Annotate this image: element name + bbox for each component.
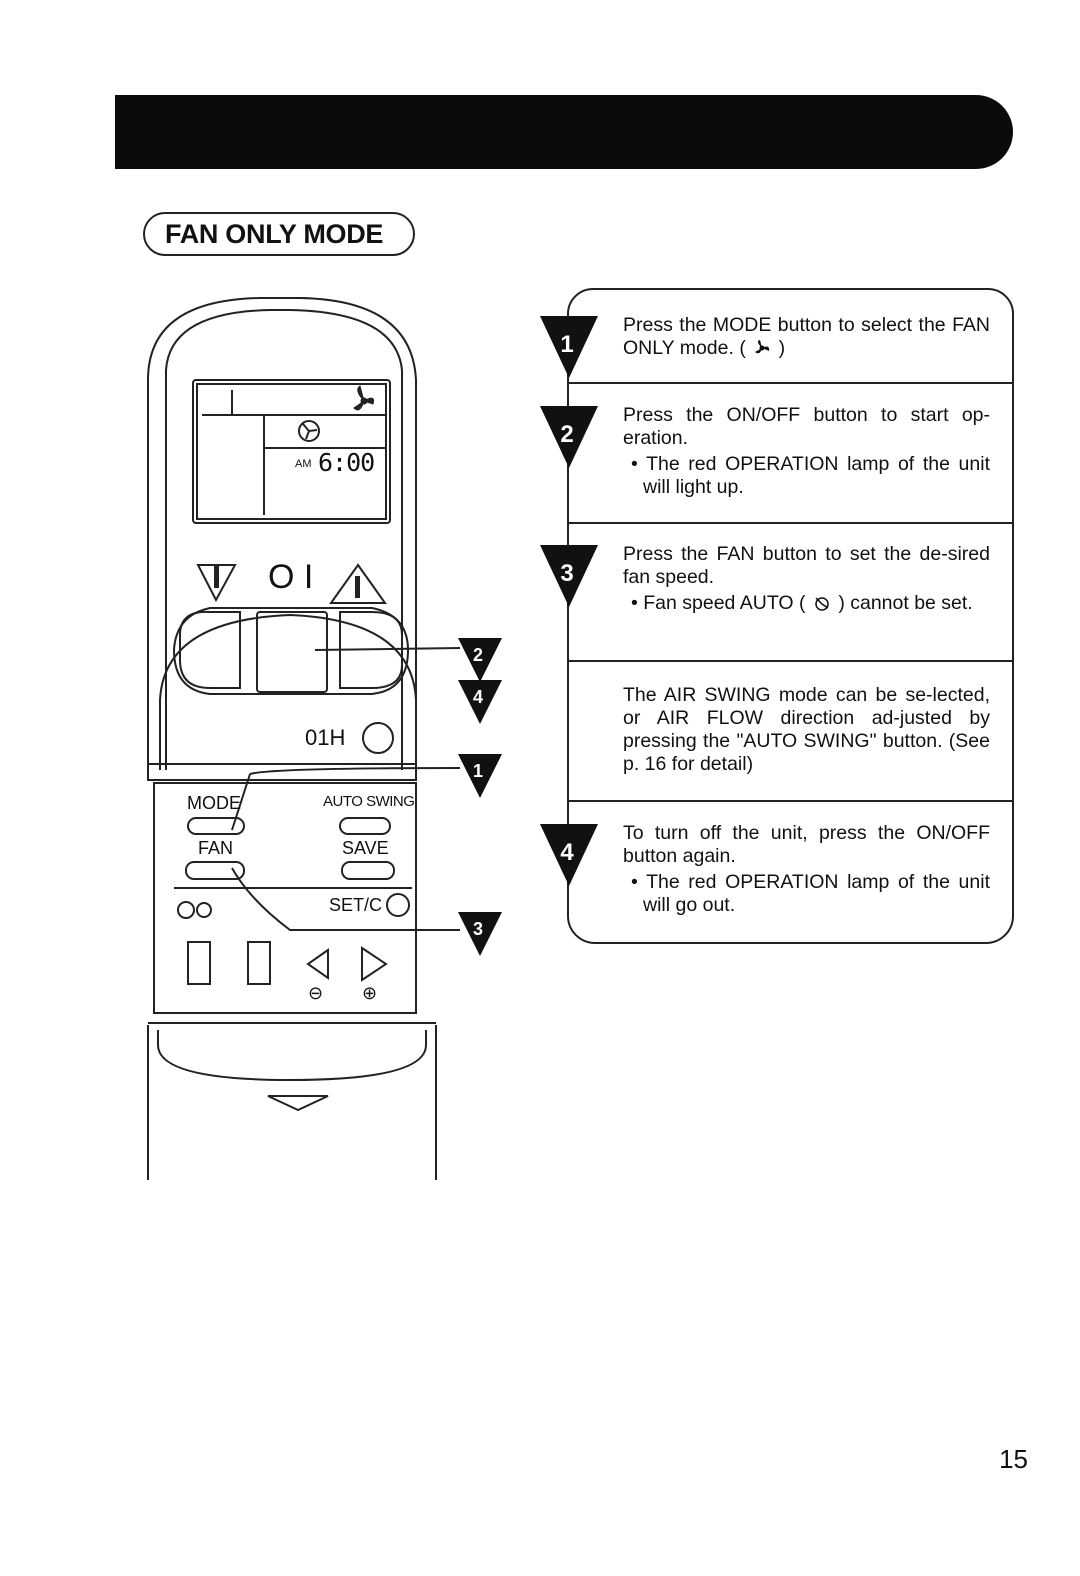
timer-1h-label: 01H (305, 725, 346, 750)
set-cancel-button-label[interactable]: SET/C (329, 895, 383, 915)
fan-icon (755, 340, 770, 354)
step-1-text-after: ) (778, 337, 786, 359)
callout-marker-1: 1 (456, 752, 504, 800)
step-3-bullet-pre: Fan speed AUTO ( (643, 592, 806, 614)
step-1-text: Press the MODE button to select the FAN … (623, 314, 990, 359)
step-number-2: 2 (560, 421, 573, 448)
step-marker-1: 1 (538, 314, 600, 380)
step-4-bullet-text: The red OPERATION lamp of the unit will … (643, 871, 990, 916)
step-divider (569, 382, 1012, 384)
save-button-label[interactable]: SAVE (342, 838, 389, 858)
step-number-1: 1 (560, 331, 573, 358)
onoff-button-symbol[interactable]: O I (268, 558, 314, 596)
section-title-text: FAN ONLY MODE (165, 219, 384, 249)
step-2-text: Press the ON/OFF button to start op-erat… (623, 404, 990, 449)
page-number: 15 (999, 1444, 1028, 1474)
auto-swing-button-label[interactable]: AUTO SWING (323, 793, 415, 810)
step-marker-3: 3 (538, 543, 600, 609)
air-swing-note-text: The AIR SWING mode can be se-lected, or … (623, 684, 990, 775)
step-number-4: 4 (560, 839, 574, 866)
callout-marker-2: 2 (456, 636, 504, 684)
header-banner (115, 95, 1013, 169)
fan-auto-icon (815, 597, 829, 611)
remote-control-illustration (140, 290, 461, 1190)
display-time: 6:00 (318, 448, 375, 477)
mode-button-label[interactable]: MODE (187, 793, 241, 813)
plus-button[interactable]: ⊕ (362, 983, 378, 1003)
callout-number-2: 2 (473, 645, 483, 665)
fan-button-label[interactable]: FAN (198, 838, 234, 858)
step-3-text: Press the FAN button to set the de-sired… (623, 543, 990, 588)
step-2-bullet-text: The red OPERATION lamp of the unit will … (643, 453, 990, 498)
step-4-bullet: • The red OPERATION lamp of the unit wil… (631, 871, 990, 916)
step-marker-2: 2 (538, 404, 600, 470)
step-2: Press the ON/OFF button to start op-erat… (623, 404, 990, 499)
callout-number-1: 1 (473, 761, 483, 781)
section-title: FAN ONLY MODE (143, 212, 415, 256)
air-swing-note: The AIR SWING mode can be se-lected, or … (623, 684, 990, 776)
step-4: To turn off the unit, press the ON/OFF b… (623, 822, 990, 917)
step-marker-4: 4 (538, 822, 600, 888)
fan-icon (353, 385, 375, 411)
display-am: AM (295, 458, 312, 470)
step-1: Press the MODE button to select the FAN … (623, 314, 990, 360)
step-3: Press the FAN button to set the de-sired… (623, 543, 990, 615)
callout-marker-3: 3 (456, 910, 504, 958)
step-divider (569, 522, 1012, 524)
steps-panel: Press the MODE button to select the FAN … (567, 288, 1014, 944)
callout-number-3: 3 (473, 919, 483, 939)
step-3-bullet-post: ) cannot be set. (838, 592, 973, 614)
step-divider (569, 660, 1012, 662)
step-number-3: 3 (560, 560, 573, 587)
step-3-bullet: • Fan speed AUTO ( ) cannot be set. (631, 592, 973, 614)
callout-number-4: 4 (473, 687, 483, 707)
minus-button[interactable]: ⊖ (308, 983, 324, 1003)
step-2-bullet: • The red OPERATION lamp of the unit wil… (631, 453, 990, 498)
callout-marker-4: 4 (456, 678, 504, 726)
step-divider (569, 800, 1012, 802)
step-4-text: To turn off the unit, press the ON/OFF b… (623, 822, 990, 867)
